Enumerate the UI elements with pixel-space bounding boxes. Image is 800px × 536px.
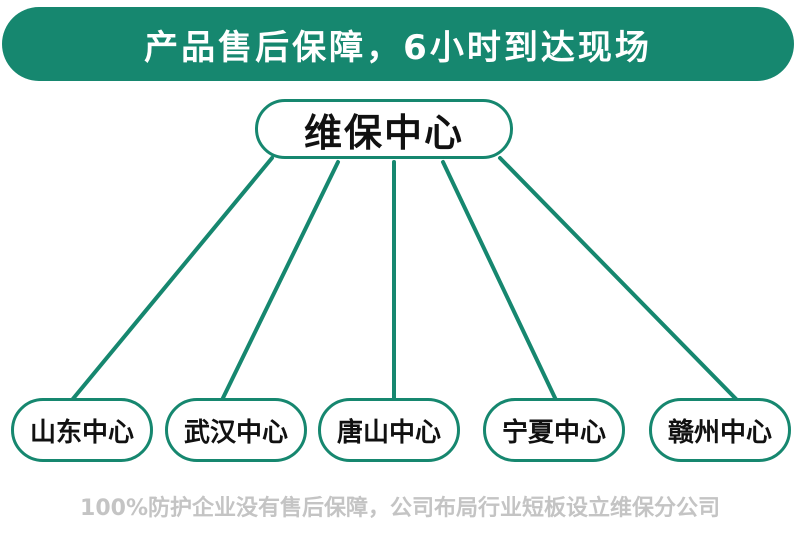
hub-label: 维保中心 — [303, 110, 464, 155]
center-node-tangshan: 唐山中心 — [318, 398, 460, 462]
connector-line-shandong — [70, 156, 274, 402]
center-label: 武汉中心 — [183, 417, 288, 448]
center-node-ningxia: 宁夏中心 — [483, 398, 625, 462]
center-label: 赣州中心 — [667, 417, 772, 448]
center-node-shandong: 山东中心 — [11, 398, 153, 462]
connector-line-ningxia — [441, 160, 558, 402]
center-label: 山东中心 — [29, 417, 134, 448]
banner-title: 产品售后保障，6小时到达现场 — [144, 27, 652, 68]
center-node-wuhan: 武汉中心 — [165, 398, 307, 462]
center-node-ganzhou: 赣州中心 — [649, 398, 791, 462]
maintenance-hub-node: 维保中心 — [255, 99, 513, 159]
center-label: 唐山中心 — [336, 417, 441, 448]
footer-caption: 100%防护企业没有售后保障，公司布局行业短板设立维保分公司 — [80, 496, 720, 521]
center-label: 宁夏中心 — [501, 417, 606, 448]
connector-line-ganzhou — [498, 156, 739, 402]
connector-line-wuhan — [220, 160, 340, 402]
header-banner: 产品售后保障，6小时到达现场 — [2, 7, 794, 81]
